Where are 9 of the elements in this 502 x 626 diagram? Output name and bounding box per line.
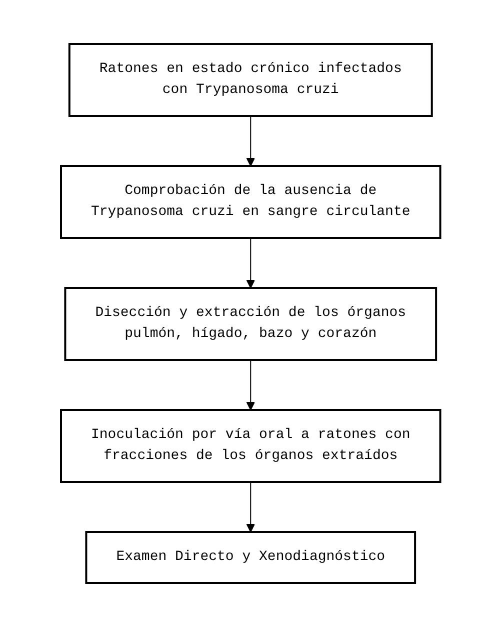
node-box: Ratones en estado crónico infectados con Trypanosoma cruzi — [68, 42, 434, 116]
node-box: Inoculación por vía oral a ratones con fracciones de los órganos extraídos — [60, 408, 442, 482]
node-box: Examen Directo y Xenodiagnóstico — [86, 530, 416, 584]
arrow — [246, 115, 256, 166]
arrow — [246, 481, 256, 532]
node-box: Disección y extracción de los órganos pulmón, hígado, bazo y corazón — [64, 286, 438, 360]
arrow — [246, 359, 256, 410]
arrow — [246, 237, 256, 288]
node-box: Comprobación de la ausencia de Trypanosoma cruzi en sangre circulante — [60, 164, 442, 238]
